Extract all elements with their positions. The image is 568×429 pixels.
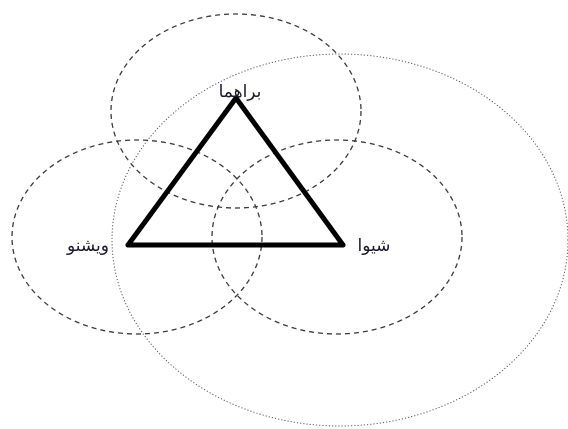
right-node-circle	[211, 139, 463, 335]
node-label-top: براهما	[219, 82, 262, 102]
edge-right-top	[233, 95, 346, 248]
edge-top-left	[125, 95, 239, 248]
node-label-right: شیوا	[358, 236, 391, 256]
node-label-left: ویشنو	[66, 236, 109, 256]
top-node-circle	[110, 13, 362, 209]
left-node-circle	[11, 139, 263, 335]
